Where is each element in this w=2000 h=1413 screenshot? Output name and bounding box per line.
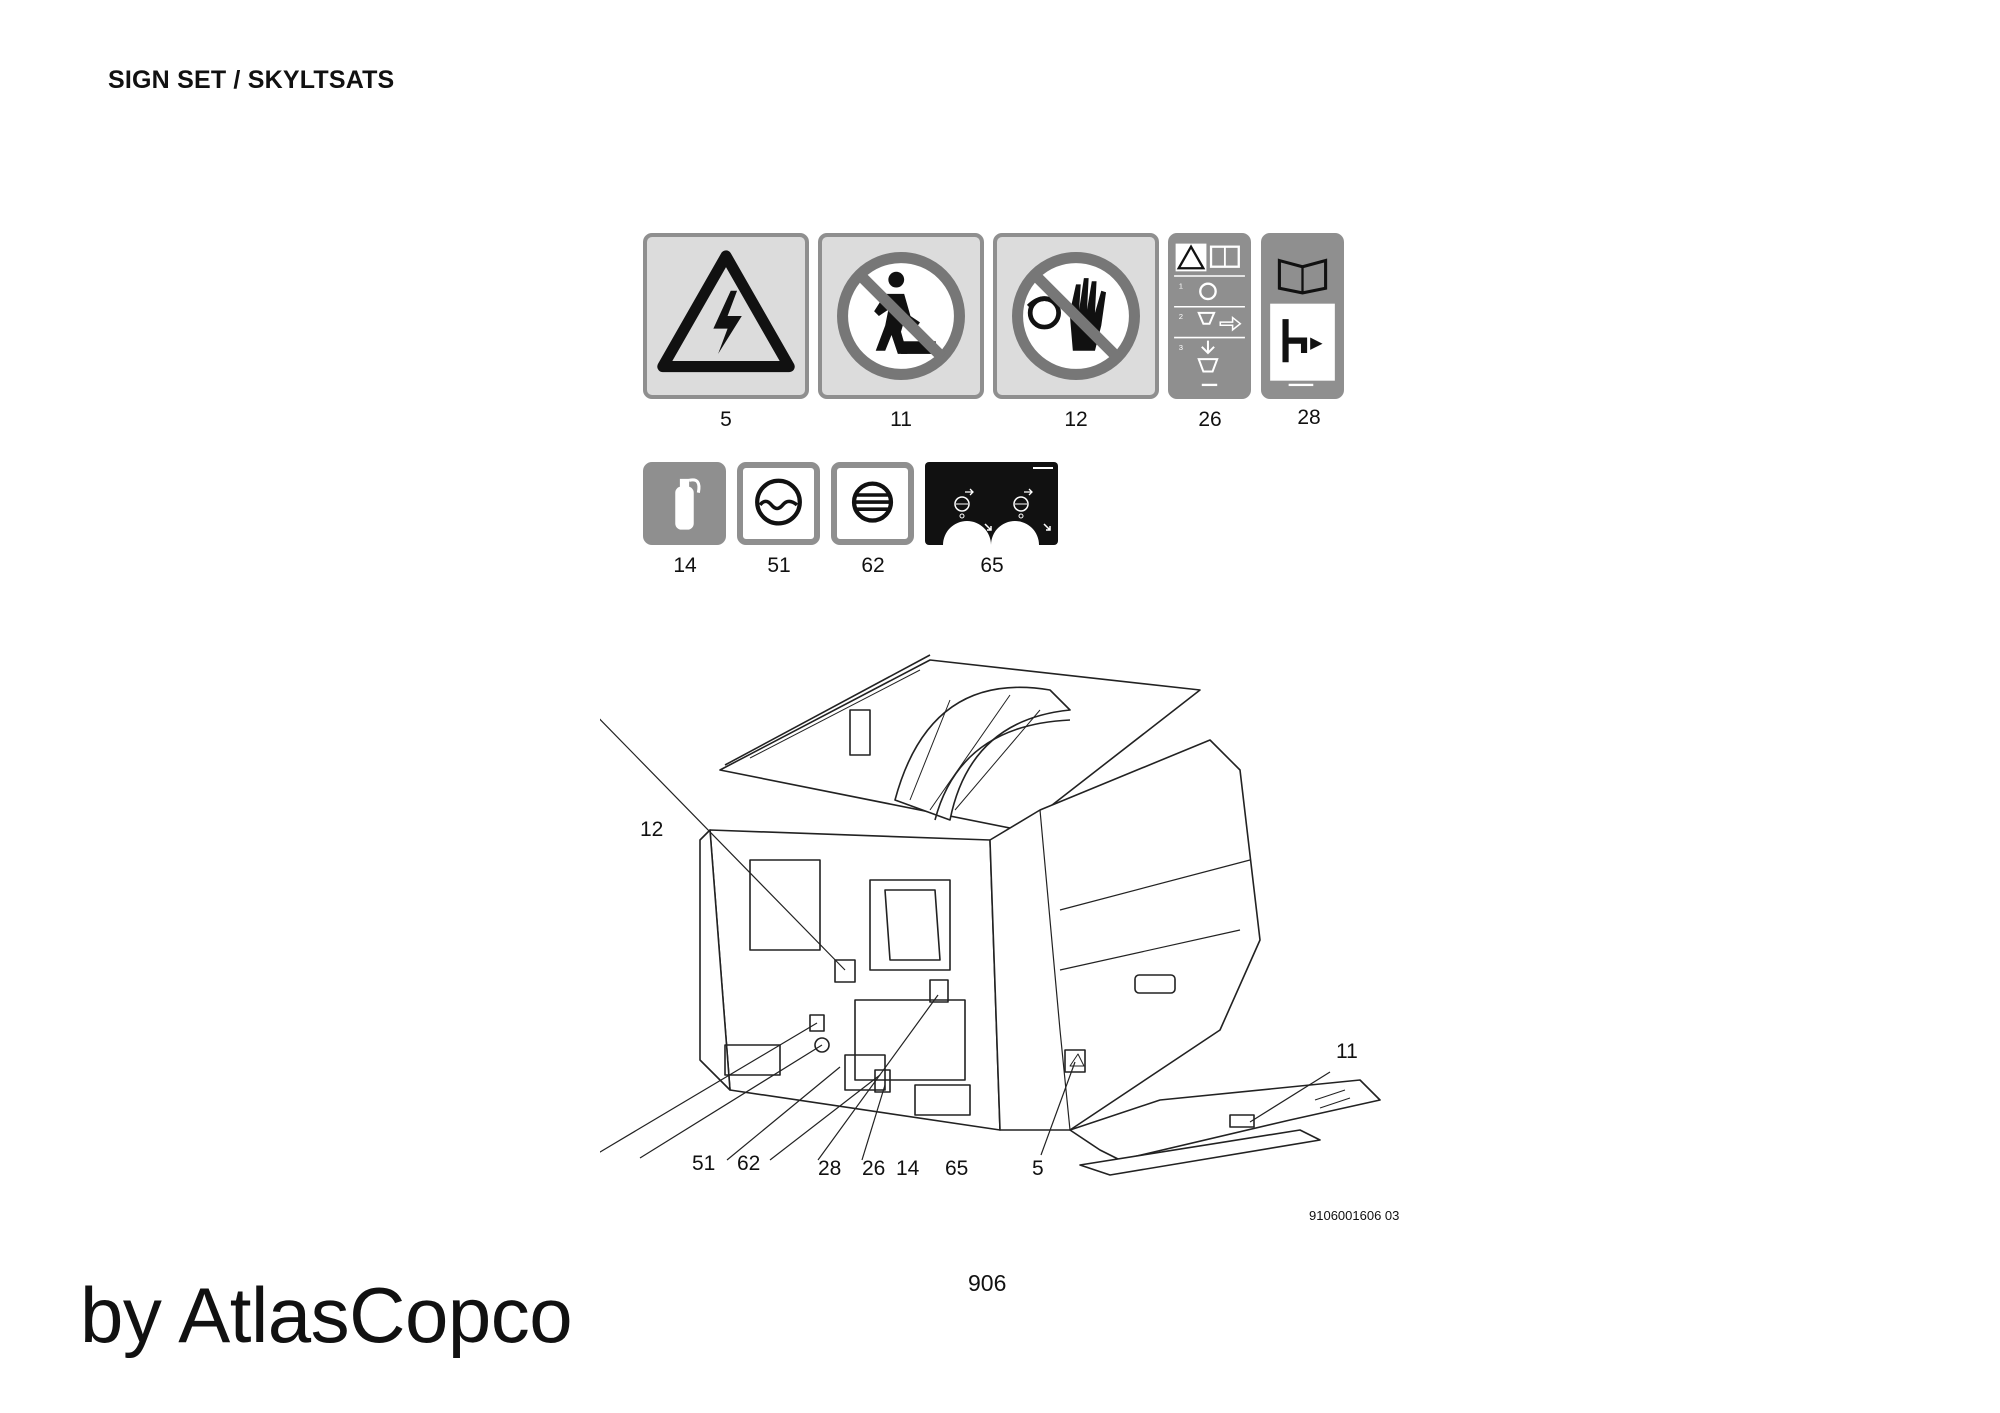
sign-number-14: 14: [673, 554, 697, 577]
do-not-touch-icon: [1012, 252, 1140, 380]
svg-text:1: 1: [1179, 281, 1183, 290]
control-direction-icon: [925, 462, 1058, 545]
svg-text:2: 2: [1179, 312, 1183, 321]
sign-number-12: 12: [1064, 408, 1088, 431]
sign-number-51: 51: [767, 554, 791, 577]
procedure-steps-icon: 1 2 3: [1174, 243, 1245, 387]
brand-footer: by AtlasCopco: [80, 1271, 573, 1359]
sign-number-28: 28: [1297, 406, 1321, 429]
callout-11: 11: [1336, 1040, 1358, 1063]
sign-number-62: 62: [861, 554, 885, 577]
electrical-hazard-icon: [657, 250, 795, 373]
callout-26: 26: [862, 1157, 886, 1180]
callout-65: 65: [945, 1157, 969, 1180]
read-manual-icon: [1270, 258, 1335, 387]
sign-28-read-manual: [1261, 233, 1344, 399]
sign-12-do-not-touch: [993, 233, 1159, 399]
sign-26-procedure: 1 2 3: [1168, 233, 1251, 399]
sign-number-26: 26: [1198, 408, 1222, 431]
svg-text:3: 3: [1179, 343, 1183, 352]
callout-5: 5: [1032, 1157, 1044, 1180]
callout-62: 62: [737, 1152, 761, 1175]
callout-51: 51: [692, 1152, 716, 1175]
page-title: SIGN SET / SKYLTSATS: [108, 66, 395, 94]
sign-5-electrical-hazard: [643, 233, 809, 399]
sign-number-65: 65: [980, 554, 1004, 577]
machine-drawing: [600, 654, 1381, 1176]
no-step-icon: [837, 252, 965, 380]
callout-12: 12: [640, 818, 664, 841]
fire-extinguisher-icon: [675, 478, 701, 530]
sign-number-5: 5: [720, 408, 732, 431]
sign-number-11: 11: [890, 408, 912, 431]
fluid-indicator-icon: [851, 481, 894, 523]
page-number: 906: [968, 1270, 1007, 1296]
sign-65-control-direction: [925, 462, 1058, 545]
drawing-code: 9106001606 03: [1309, 1208, 1400, 1223]
callout-14: 14: [896, 1157, 920, 1180]
coolant-level-icon: [755, 478, 802, 526]
sign-14-fire-extinguisher: [643, 462, 726, 545]
sign-51-coolant-level: [737, 462, 820, 545]
callout-28: 28: [818, 1157, 842, 1180]
sign-62-fluid-indicator: [831, 462, 914, 545]
sign-11-no-step: [818, 233, 984, 399]
